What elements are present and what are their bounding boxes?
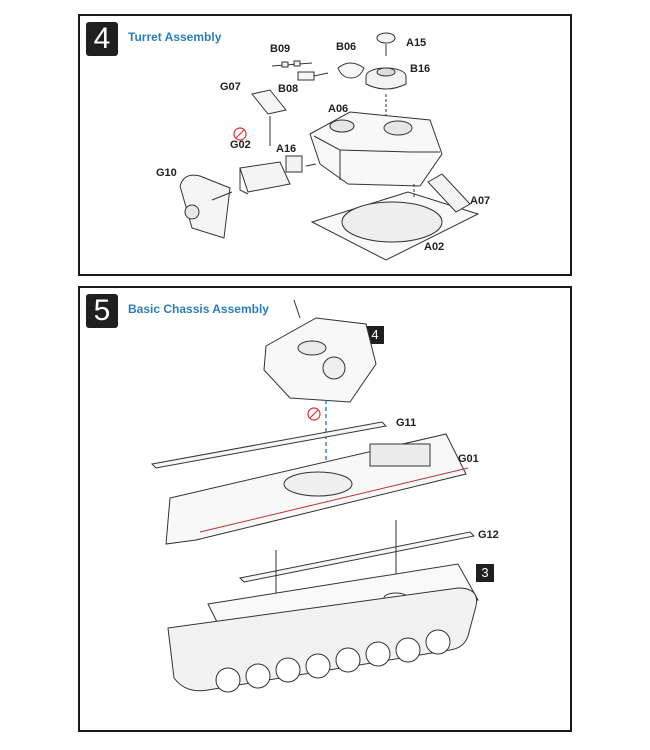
label-a07: A07 xyxy=(470,195,490,207)
label-g10: G10 xyxy=(156,167,177,179)
label-a16: A16 xyxy=(276,143,296,155)
part-g07 xyxy=(251,89,287,115)
label-b06: B06 xyxy=(336,41,356,53)
step-4-panel: 4 Turret Assembly xyxy=(78,14,572,276)
no-glue-icon xyxy=(233,127,247,141)
chassis-assembly-diagram: G11 G01 G12 xyxy=(150,299,499,693)
part-a07 xyxy=(427,173,471,213)
label-g02: G02 xyxy=(230,139,251,151)
tracks xyxy=(167,587,478,693)
part-b06 xyxy=(337,62,365,79)
step-5-panel: 5 Basic Chassis Assembly 4 3 xyxy=(78,286,572,732)
part-g01 xyxy=(165,433,469,545)
ref-step-turret: 4 xyxy=(366,326,384,344)
step-title: Basic Chassis Assembly xyxy=(128,302,269,316)
ref-step-hull: 3 xyxy=(476,564,494,582)
turret-assembled xyxy=(263,299,377,403)
part-b09 xyxy=(271,60,313,68)
label-a02: A02 xyxy=(424,241,444,253)
part-a06 xyxy=(309,111,443,187)
part-g12 xyxy=(238,531,476,583)
label-g12: G12 xyxy=(478,529,499,541)
label-g07: G07 xyxy=(220,81,241,93)
label-b08: B08 xyxy=(278,83,298,95)
step-number: 4 xyxy=(86,22,118,56)
turret-assembly-diagram: B09 B06 A15 B08 B16 G07 A06 G02 A16 G10 … xyxy=(156,32,490,261)
part-g02 xyxy=(239,161,291,195)
step-number: 5 xyxy=(86,294,118,328)
part-a16 xyxy=(285,155,303,173)
label-a06: A06 xyxy=(328,103,348,115)
label-g01: G01 xyxy=(458,453,479,465)
part-g10 xyxy=(179,174,231,239)
label-a15: A15 xyxy=(406,37,426,49)
part-b16 xyxy=(365,67,407,90)
label-b16: B16 xyxy=(410,63,430,75)
step-title: Turret Assembly xyxy=(128,30,222,44)
part-b08 xyxy=(297,71,329,81)
label-b09: B09 xyxy=(270,43,290,55)
part-a02 xyxy=(310,191,480,261)
no-glue-icon xyxy=(307,407,321,421)
part-a15 xyxy=(376,32,396,44)
label-g11: G11 xyxy=(396,417,416,429)
part-g11 xyxy=(150,421,388,469)
